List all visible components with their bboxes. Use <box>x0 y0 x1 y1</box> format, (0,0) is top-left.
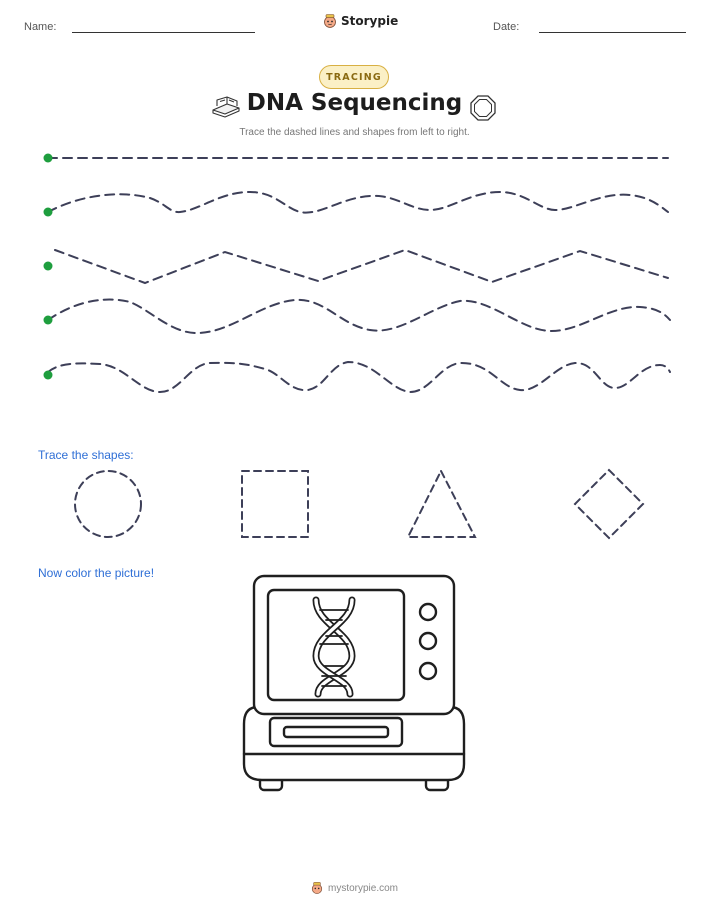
tracing-badge: TRACING <box>319 65 389 89</box>
trace-square[interactable] <box>241 470 309 538</box>
octagon-icon <box>470 95 496 121</box>
tracing-line-wave[interactable] <box>47 190 669 214</box>
name-label: Name: <box>24 21 57 33</box>
name-line[interactable] <box>72 32 255 33</box>
page-title: DNA Sequencing <box>246 90 463 116</box>
dna-sequencer-picture[interactable] <box>240 574 472 796</box>
tracing-lines <box>43 153 671 394</box>
footer-site-link[interactable]: mystorypie.com <box>327 882 398 894</box>
page-subtitle: Trace the dashed lines and shapes from l… <box>239 127 470 138</box>
storypie-mascot-icon <box>324 14 336 28</box>
date-label: Date: <box>493 21 520 33</box>
machine-button <box>418 602 438 622</box>
books-icon <box>212 96 240 118</box>
tracing-shapes <box>74 468 645 540</box>
trace-diamond[interactable] <box>573 468 645 540</box>
trace-triangle[interactable] <box>406 468 477 538</box>
storypie-mascot-icon <box>311 882 323 894</box>
dna-helix-icon <box>312 596 356 698</box>
trace-circle[interactable] <box>74 470 142 538</box>
tracing-line-zigzag[interactable] <box>54 248 669 285</box>
start-dot <box>43 315 53 325</box>
start-dot <box>43 207 53 217</box>
start-dot <box>43 370 53 380</box>
machine-button <box>418 661 438 681</box>
machine-slot <box>282 725 390 739</box>
machine-button <box>418 631 438 651</box>
brand-name: Storypie <box>341 14 399 28</box>
shapes-section-label: Trace the shapes: <box>38 448 134 462</box>
tracing-line-smooth-wave[interactable] <box>47 298 671 335</box>
date-line[interactable] <box>539 32 686 33</box>
footer: mystorypie.com <box>0 881 709 898</box>
machine-screen <box>266 588 406 702</box>
tracing-line-loop-wave[interactable] <box>47 360 671 394</box>
brand-logo: Storypie <box>323 13 398 29</box>
start-dot <box>43 261 53 271</box>
start-dot <box>43 153 53 163</box>
coloring-section-label: Now color the picture! <box>38 566 155 580</box>
